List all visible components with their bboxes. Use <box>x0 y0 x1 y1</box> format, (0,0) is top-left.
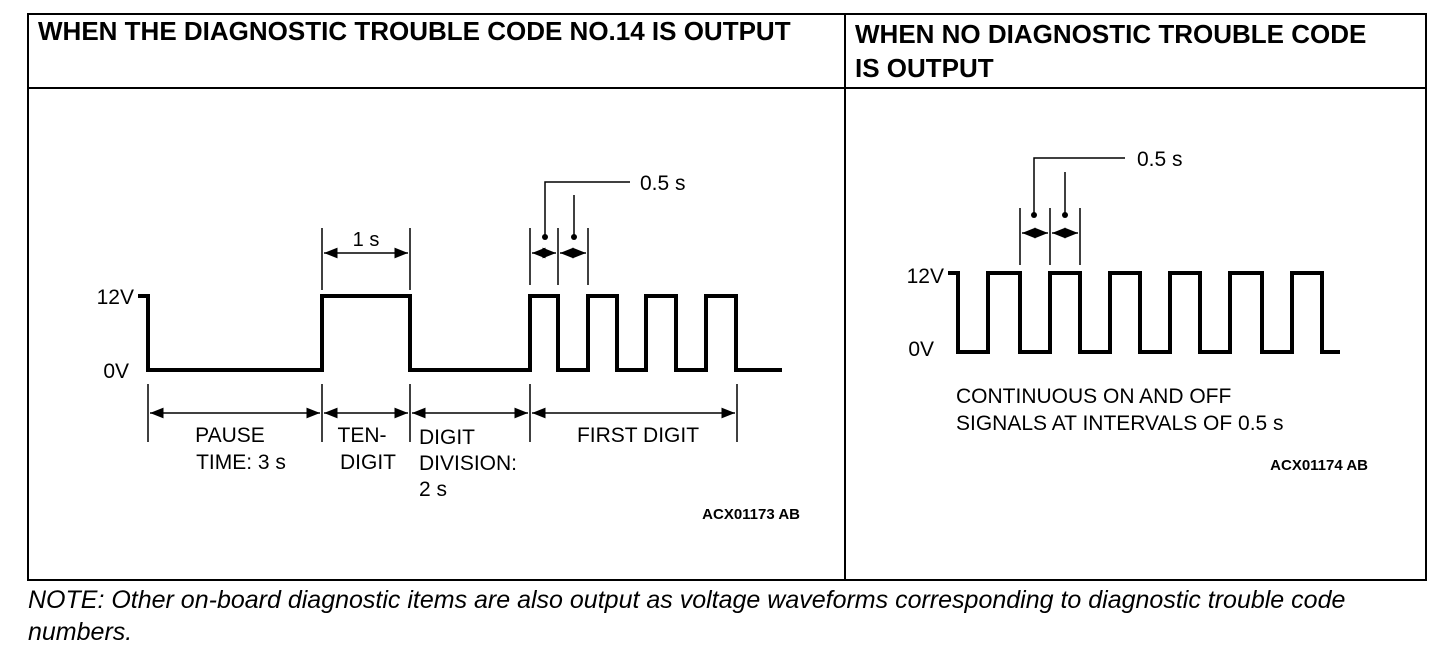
right-caption-line1: CONTINUOUS ON AND OFF <box>956 385 1231 408</box>
dim-05s-label: 0.5 s <box>640 172 686 195</box>
seg-div-line3: 2 s <box>419 478 447 501</box>
dim-05s-dot-a <box>542 234 548 240</box>
r-dim-label: 0.5 s <box>1137 148 1183 171</box>
right-figure-code: ACX01174 AB <box>1270 457 1368 474</box>
r-dim-dot-a <box>1031 212 1037 218</box>
right-diagram: 12V 0V 0.5 s CONTINUOUS ON AND OFF SIGNA… <box>907 148 1369 474</box>
seg-ten-line1: TEN- <box>338 424 387 447</box>
left-diagram: 12V 0V 1 s 0.5 s <box>97 172 801 523</box>
seg-pause-line2: TIME: 3 s <box>196 451 286 474</box>
seg-pause-line1: PAUSE <box>195 424 265 447</box>
dim-1s-label: 1 s <box>353 229 380 251</box>
left-level-high: 12V <box>97 286 134 309</box>
code14-waveform <box>138 294 782 372</box>
r-dim-dot-b <box>1062 212 1068 218</box>
right-level-low: 0V <box>908 338 934 361</box>
figure-frame <box>27 13 1427 581</box>
left-figure-code: ACX01173 AB <box>702 506 800 523</box>
right-caption-line2: SIGNALS AT INTERVALS OF 0.5 s <box>956 412 1284 435</box>
left-panel-header: WHEN THE DIAGNOSTIC TROUBLE CODE NO.14 I… <box>38 16 791 46</box>
seg-div-line1: DIGIT <box>419 426 475 449</box>
continuous-waveform <box>948 271 1340 354</box>
r-dim-leader <box>1033 157 1125 214</box>
left-level-low: 0V <box>103 360 129 383</box>
seg-ten-line2: DIGIT <box>340 451 396 474</box>
right-level-high: 12V <box>907 265 944 288</box>
dim-05s-dot-b <box>571 234 577 240</box>
footnote: NOTE: Other on-board diagnostic items ar… <box>28 586 1346 646</box>
seg-first-label: FIRST DIGIT <box>577 424 699 447</box>
seg-div-line2: DIVISION: <box>419 452 517 475</box>
dim-05s-leader <box>544 181 630 236</box>
right-panel-header: WHEN NO DIAGNOSTIC TROUBLE CODE IS OUTPU… <box>855 19 1367 83</box>
